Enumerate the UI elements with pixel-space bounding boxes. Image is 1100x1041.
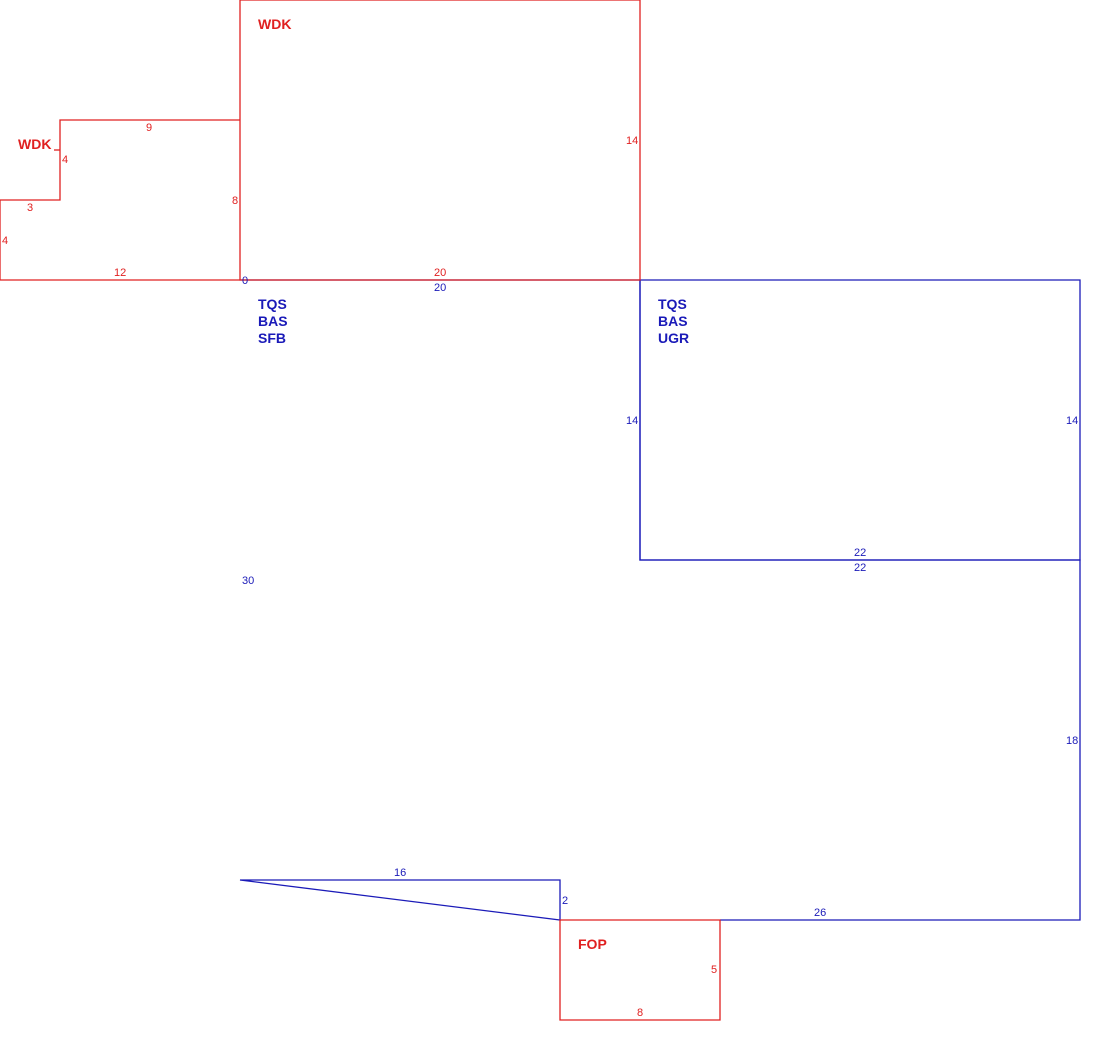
dim-fop-right: 5 [711, 964, 717, 976]
wdk-small-outline [0, 119, 240, 281]
dim-fop-bottom: 8 [637, 1007, 643, 1019]
living-ugr-code-1: TQS [658, 296, 687, 312]
fop-label: FOP [578, 936, 607, 952]
dim-wdk-small-step-vertical: 4 [62, 154, 68, 166]
living-ugr-code-3: UGR [658, 330, 689, 346]
dim-wdk-small-top: 9 [146, 122, 152, 134]
dim-living-bottom-right: 26 [814, 907, 826, 919]
dim-living-top: 20 [434, 282, 446, 294]
dim-living-bottom-left: 16 [394, 867, 406, 879]
dim-origin: 0 [242, 275, 248, 287]
dim-living-left: 30 [242, 575, 254, 587]
dim-ugr-right: 14 [1066, 415, 1078, 427]
dim-living-step: 2 [562, 895, 568, 907]
living-ugr-code-2: BAS [658, 313, 688, 329]
living-sfb-code-1: TQS [258, 296, 287, 312]
dim-living-right-lower: 18 [1066, 735, 1078, 747]
living-area-outline [239, 279, 1081, 921]
dim-wdk-small-right: 8 [232, 195, 238, 207]
dim-ugr-bottom-upper: 22 [854, 547, 866, 559]
dim-ugr-left: 14 [626, 415, 638, 427]
wdk-main-outline [239, 0, 641, 281]
living-sfb-code-3: SFB [258, 330, 286, 346]
dim-wdk-small-left: 4 [2, 235, 8, 247]
living-sfb-code-2: BAS [258, 313, 288, 329]
dim-ugr-bottom-lower: 22 [854, 562, 866, 574]
fop-outline [559, 919, 721, 1021]
wdk-main-label: WDK [258, 16, 291, 32]
dim-wdk-main-right: 14 [626, 135, 638, 147]
dim-wdk-main-bottom: 20 [434, 267, 446, 279]
dim-wdk-small-step-horizontal: 3 [27, 202, 33, 214]
wdk-small-label: WDK [18, 136, 51, 152]
dim-wdk-small-bottom: 12 [114, 267, 126, 279]
ugr-area-outline [639, 279, 1081, 561]
